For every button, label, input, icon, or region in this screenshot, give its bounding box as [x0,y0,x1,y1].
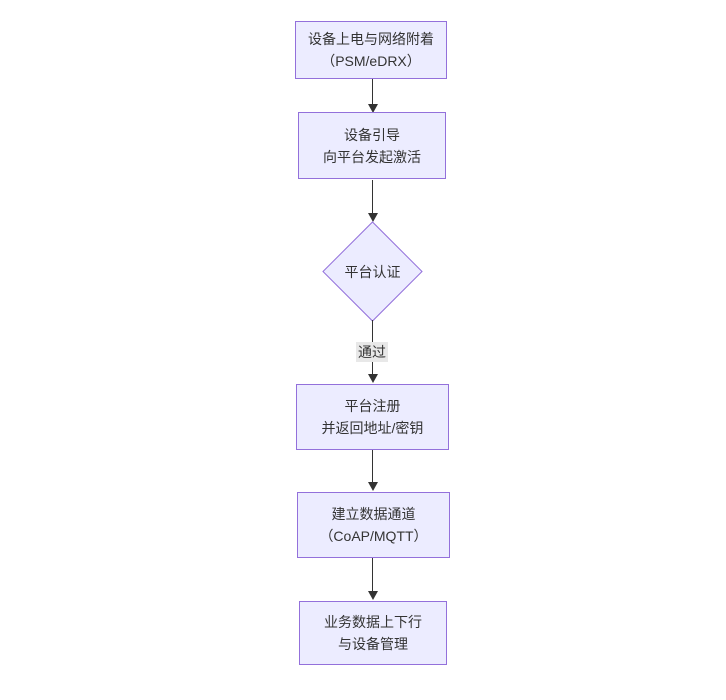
node-channel-line1: 建立数据通道 [331,506,416,522]
arrowhead-down-icon [367,374,378,383]
edge-label-pass: 通过 [356,342,388,362]
node-power-on: 设备上电与网络附着 （PSM/eDRX） [295,21,447,79]
node-bootstrap-line2: 向平台发起激活 [323,148,421,165]
arrowhead-down-icon [367,591,378,600]
node-business-line2: 与设备管理 [338,636,408,652]
node-register: 平台注册 并返回地址/密钥 [296,384,449,450]
arrowhead-down-icon [367,104,378,113]
node-bootstrap: 设备引导 向平台发起激活 [298,112,446,179]
node-register-line2: 并返回地址/密钥 [321,420,424,436]
arrowhead-down-icon [367,482,378,491]
node-business-line1: 业务数据上下行 [324,614,422,630]
node-power-on-line1: 设备上电与网络附着 [308,31,434,47]
edge-line-1 [372,79,373,104]
node-bootstrap-line1: 设备引导 [344,126,400,143]
edge-line-4 [372,450,373,483]
node-business: 业务数据上下行 与设备管理 [299,601,447,665]
node-register-line1: 平台注册 [344,398,401,414]
edge-line-5 [372,558,373,592]
node-power-on-line2: （PSM/eDRX） [321,53,421,69]
node-channel-line2: （CoAP/MQTT） [319,528,428,544]
node-auth-label: 平台认证 [344,264,401,280]
edge-line-2 [372,180,373,214]
node-channel: 建立数据通道 （CoAP/MQTT） [297,492,450,558]
arrowhead-down-icon [367,213,378,222]
